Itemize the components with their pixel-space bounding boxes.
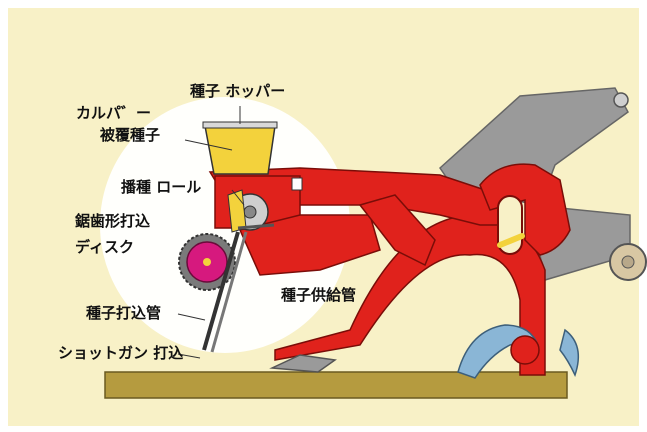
red-cam [510,335,540,365]
supply-tube-label: 種子供給管 [281,286,357,304]
disk-label-line2: ディスク [75,238,134,256]
leader-shotgun [177,353,201,359]
pivot-pin [613,92,629,108]
drive-tube-a [202,231,240,351]
yellow-pin [497,233,525,248]
calper-label-line1: カルパ゛ー [76,104,152,122]
hopper-label: 種子 ホッパー [190,82,286,100]
disk-label-line1: 鋸歯形打込 [75,212,151,230]
supply-pipe [237,223,275,230]
opener-shoe [269,354,337,373]
seed-hopper [204,125,276,175]
leader-calper [184,139,233,151]
rear-roller-hub [621,255,635,269]
disk-hub [203,258,211,266]
red-rear-frame [479,163,571,256]
leader-seed-roll [231,189,245,206]
leader-drive-tube [177,313,206,321]
seed-roll-hub [243,205,257,219]
red-lower-link [238,214,381,276]
calper-label-line2: 被覆種子 [100,126,161,144]
drive-tube-label: 種子打込管 [86,304,162,322]
shotgun-label: ショットガン 打込 [58,344,184,362]
bracket-window [291,177,303,191]
soil-strip [104,371,568,399]
red-strut [358,194,436,267]
seed-roll-label: 播種 ロール [121,178,202,196]
blue-tine-right [559,328,580,378]
drive-tube-b [210,231,248,353]
